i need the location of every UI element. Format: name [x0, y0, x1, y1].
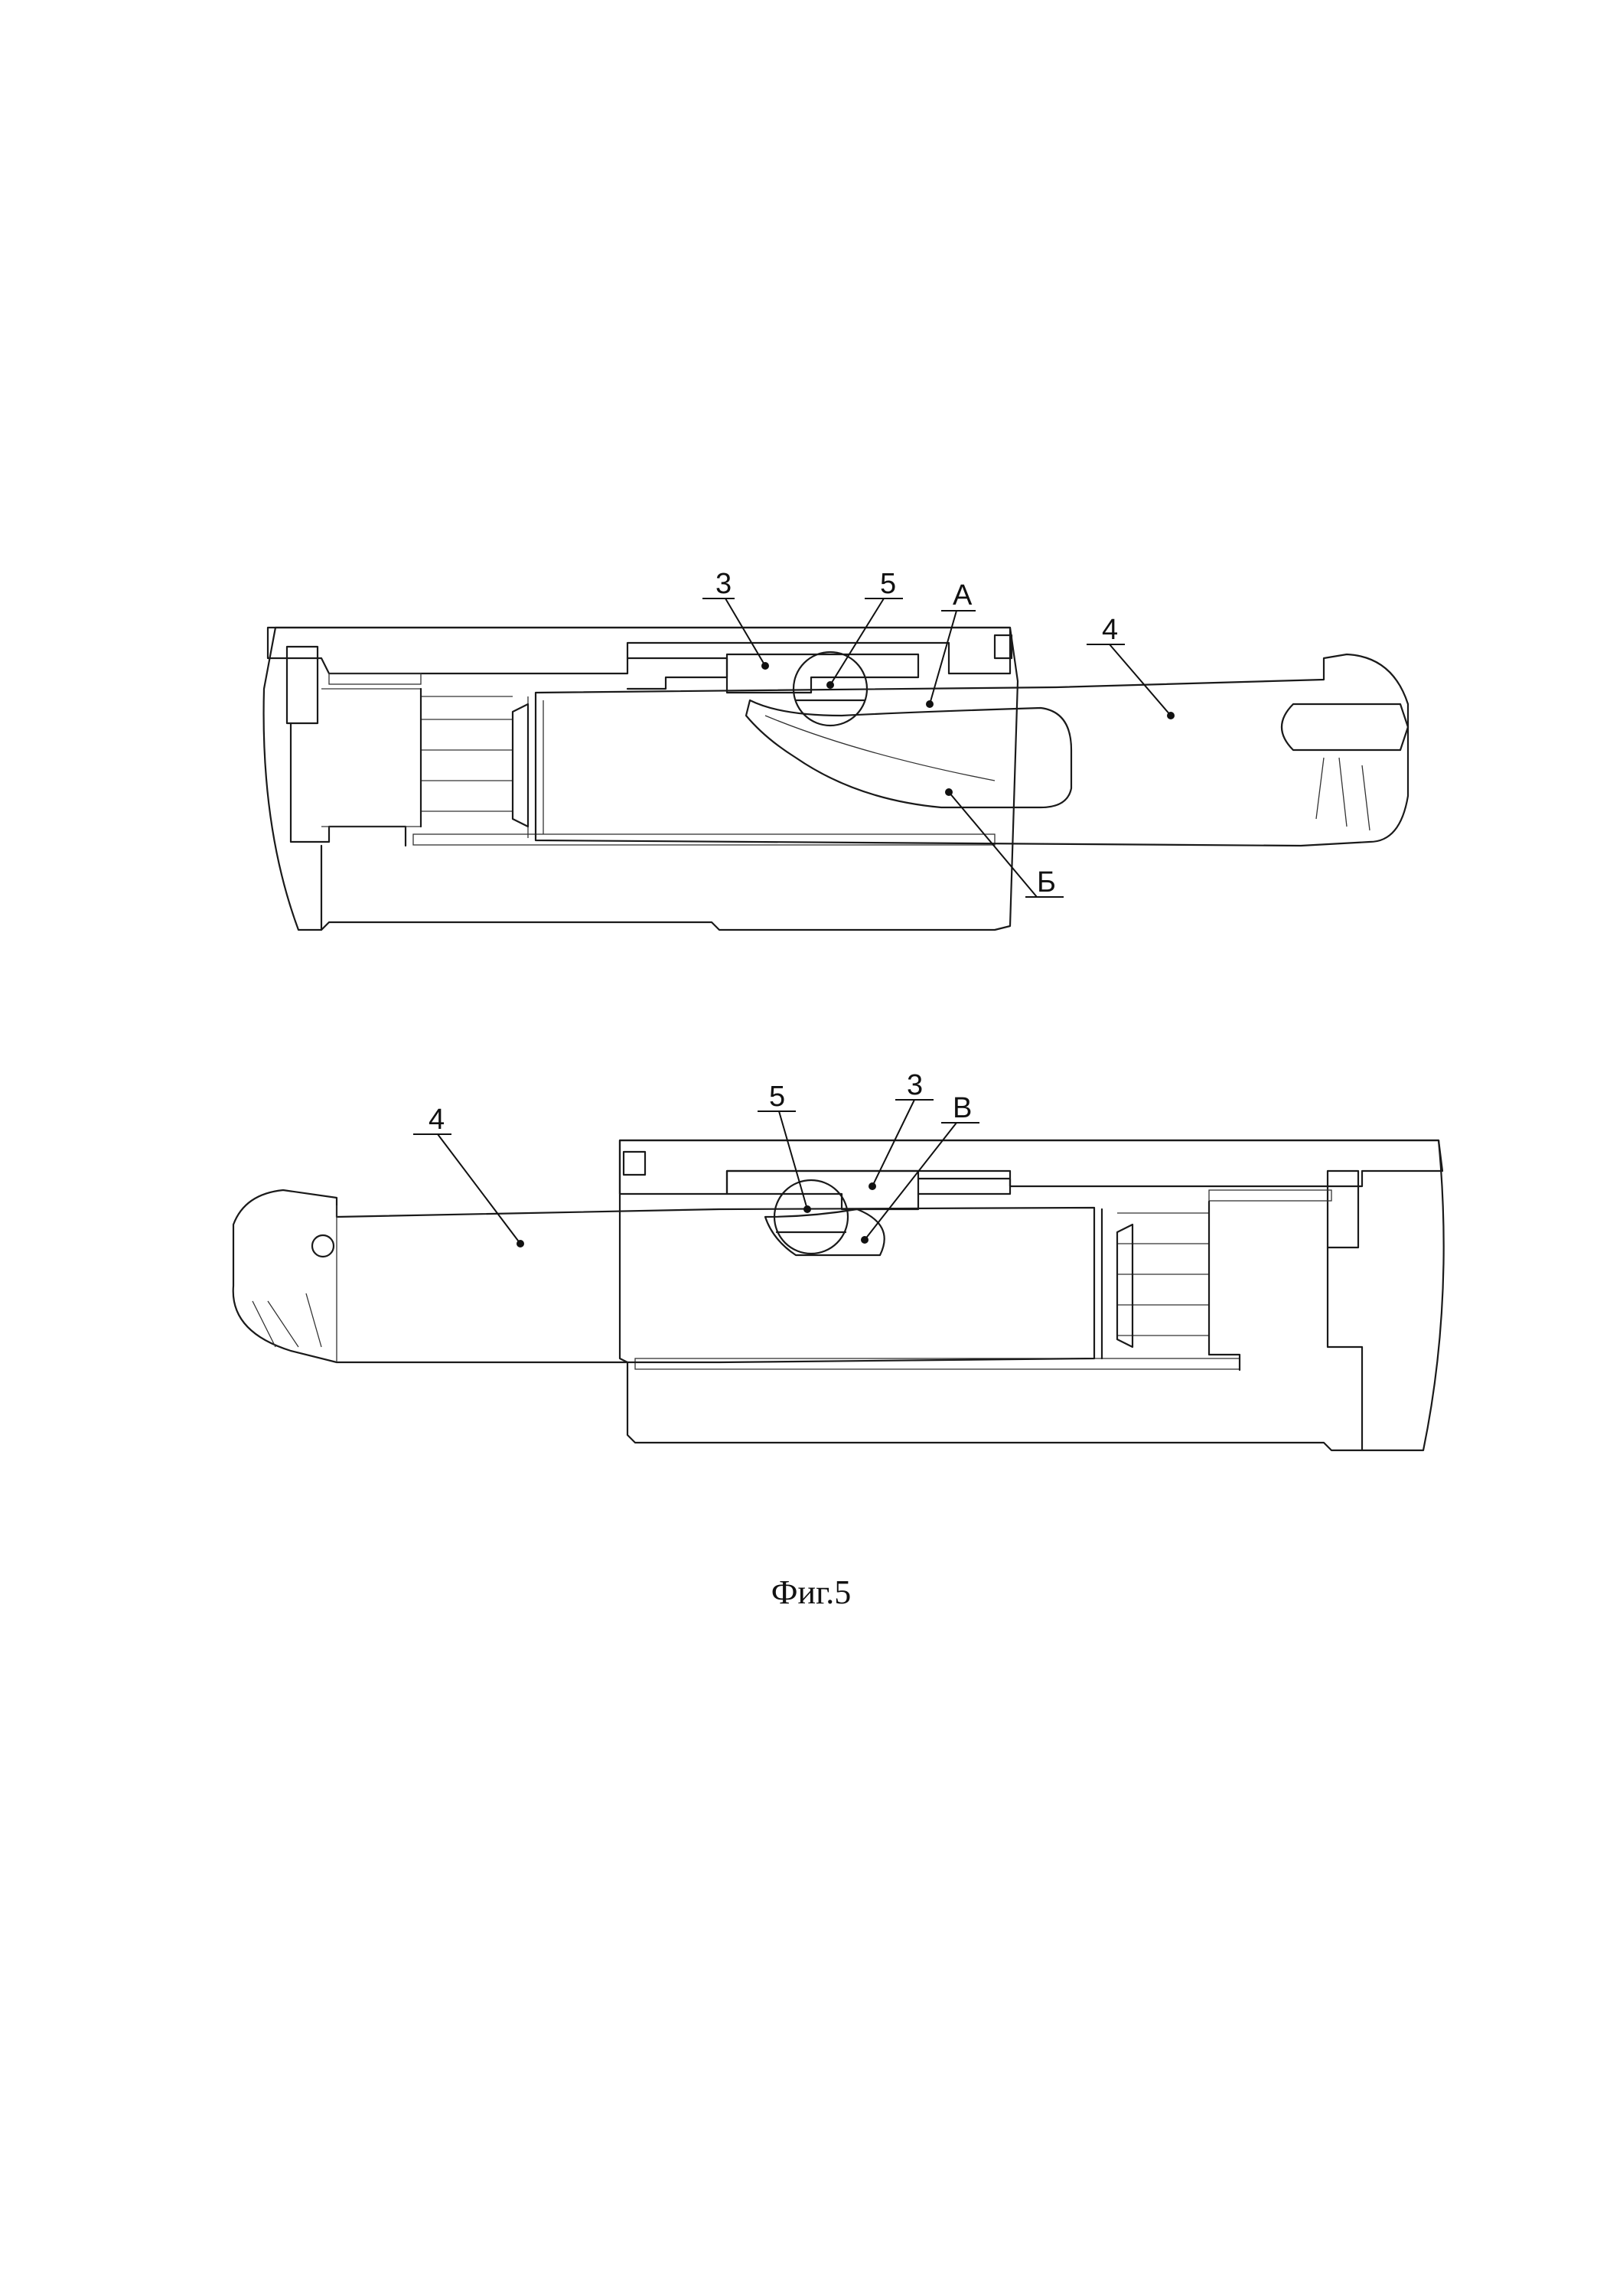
label-B-top: Б	[945, 788, 1064, 899]
label-5-bottom: 5	[758, 1081, 811, 1213]
bottom-assembly-view: 4 5 3 В	[232, 1069, 1445, 1452]
pin-hole	[311, 1234, 335, 1258]
svg-text:4: 4	[1102, 614, 1118, 646]
label-3-top: 3	[702, 568, 769, 670]
top-assembly-view: 3 5 А 4 Б	[262, 568, 1410, 931]
left-seal	[285, 645, 319, 725]
label-4-bottom: 4	[413, 1104, 524, 1247]
label-3-bottom: 3	[869, 1069, 934, 1190]
svg-text:Б: Б	[1037, 866, 1056, 899]
label-5-top: 5	[826, 568, 903, 689]
plunger-part-4	[534, 653, 1410, 847]
plunger-part-4-lower	[232, 1189, 1096, 1364]
label-4-top: 4	[1087, 614, 1175, 719]
svg-text:5: 5	[769, 1081, 785, 1113]
figure-caption: Фиг.5	[771, 1574, 851, 1611]
svg-text:3: 3	[907, 1069, 923, 1101]
insert-part-3	[725, 653, 920, 694]
svg-text:5: 5	[880, 568, 896, 600]
housing-top-wall	[266, 626, 1012, 675]
groove-A	[745, 699, 1073, 809]
groove-V	[764, 1208, 885, 1257]
ball-part-5-lower	[773, 1179, 849, 1255]
label-A-top: А	[926, 579, 976, 708]
ball-part-5	[792, 651, 869, 727]
svg-text:А: А	[953, 579, 973, 612]
label-V-bottom: В	[861, 1092, 979, 1244]
right-seal	[993, 634, 1013, 660]
svg-text:3: 3	[715, 568, 732, 600]
svg-text:4: 4	[429, 1104, 445, 1136]
insert-part-3-lower	[725, 1169, 920, 1211]
housing-top-wall-lower	[618, 1139, 1444, 1195]
right-seal-lower	[1326, 1169, 1360, 1249]
left-seal-lower	[622, 1150, 647, 1176]
svg-text:В: В	[953, 1092, 972, 1124]
